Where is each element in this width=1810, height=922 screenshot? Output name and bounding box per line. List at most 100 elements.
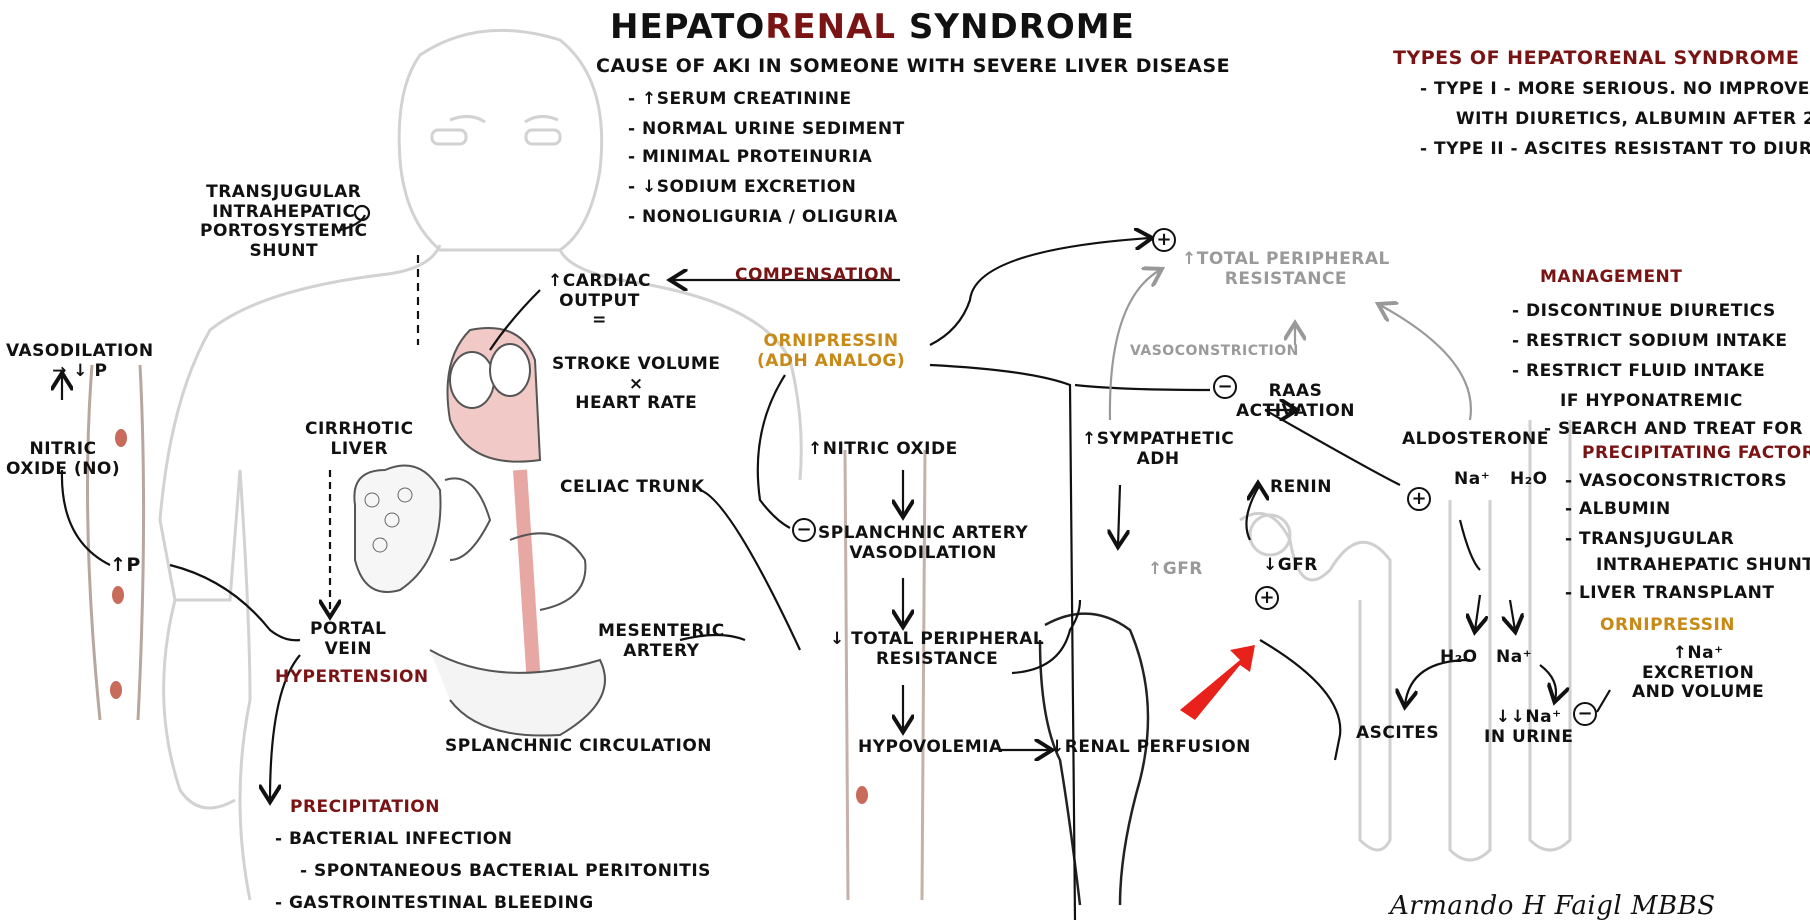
total-peripheral-up-label: ↑TOTAL PERIPHERAL RESISTANCE (1182, 250, 1390, 289)
cirrhotic-liver-line: CIRRHOTIC (305, 420, 414, 440)
pressure-up-label: ↑P (110, 555, 141, 577)
urine-sodium-line: IN URINE (1484, 728, 1574, 748)
sympathetic-adh-line: ↑SYMPATHETIC (1082, 430, 1234, 450)
ornipressin-line: ORNIPRESSIN (757, 332, 905, 352)
compensation-label: COMPENSATION (735, 266, 894, 286)
definition-item: - MINIMAL PROTEINURIA (628, 148, 872, 168)
splanchnic-vasodilation-line: VASODILATION (818, 544, 1028, 564)
vessel-middle (845, 450, 925, 900)
management-item: - ALBUMIN (1565, 500, 1671, 520)
definition-item: - ↓SODIUM EXCRETION (628, 178, 856, 198)
management-item: - LIVER TRANSPLANT (1565, 584, 1775, 604)
equals-sign: = (548, 311, 651, 331)
na-top-label: Na⁺ (1454, 470, 1490, 490)
splanchnic-circulation-label: SPLANCHNIC CIRCULATION (445, 737, 712, 757)
vessel-left (88, 365, 144, 720)
management-item: - VASOCONSTRICTORS (1565, 472, 1787, 492)
sodium-excretion-line: EXCRETION (1632, 664, 1764, 684)
management-item: - RESTRICT SODIUM INTAKE (1512, 332, 1787, 352)
definition-heading: CAUSE OF AKI IN SOMEONE WITH SEVERE LIVE… (596, 56, 1230, 78)
definition-item: - NORMAL URINE SEDIMENT (628, 120, 905, 140)
nitric-oxide-line: OXIDE (NO) (6, 460, 120, 480)
mesenteric-artery-line: MESENTERIC (598, 622, 725, 642)
cirrhotic-liver-line: LIVER (305, 440, 414, 460)
management-heading: MANAGEMENT (1540, 268, 1682, 288)
signature: Armando H Faigl MBBS (1390, 892, 1716, 922)
minus-circle-icon: − (1573, 702, 1597, 726)
mesenteric-artery-line: ARTERY (598, 642, 725, 662)
hypertension-label: HYPERTENSION (275, 668, 429, 688)
types-item: - TYPE II - ASCITES RESISTANT TO DIURETI… (1420, 140, 1810, 160)
total-peripheral-down-line: RESISTANCE (830, 650, 1044, 670)
management-item: - SEARCH AND TREAT FOR (1544, 420, 1803, 440)
plus-circle-icon: + (1255, 586, 1279, 610)
total-peripheral-down-label: ↓ TOTAL PERIPHERAL RESISTANCE (830, 630, 1044, 669)
portal-vein-label: PORTAL VEIN (310, 620, 387, 659)
precipitation-heading: PRECIPITATION (290, 798, 440, 818)
sympathetic-adh-label: ↑SYMPATHETIC ADH (1082, 430, 1234, 469)
h2o-bottom-label: H₂O (1440, 648, 1478, 668)
nitric-oxide-label: NITRIC OXIDE (NO) (6, 440, 120, 479)
precipitation-item: - GASTROINTESTINAL BLEEDING (275, 894, 594, 914)
ornipressin-label: ORNIPRESSIN (ADH ANALOG) (757, 332, 905, 371)
page-title: HEPATORENAL SYNDROME (610, 8, 1135, 47)
tips-line: TRANSJUGULAR (200, 183, 368, 203)
ornipressin-right-label: ORNIPRESSIN (1600, 616, 1735, 636)
raas-activation-line: ACTIVATION (1236, 402, 1355, 422)
definition-item: - NONOLIGURIA / OLIGURIA (628, 208, 898, 228)
management-item: INTRAHEPATIC SHUNT (1596, 556, 1810, 576)
precipitation-item: - BACTERIAL INFECTION (275, 830, 512, 850)
stroke-volume-label: STROKE VOLUME × HEART RATE (552, 355, 720, 414)
tips-line: INTRAHEPATIC (200, 203, 368, 223)
celiac-trunk-label: CELIAC TRUNK (560, 478, 705, 498)
total-peripheral-up-line: ↑TOTAL PERIPHERAL (1182, 250, 1390, 270)
red-arrow-icon (1180, 645, 1255, 720)
liver-icon (354, 466, 605, 736)
vasodilation-label: VASODILATION → ↓ P (6, 342, 154, 381)
cirrhotic-liver-label: CIRRHOTIC LIVER (305, 420, 414, 459)
nitric-oxide-up-label: ↑NITRIC OXIDE (808, 440, 958, 460)
ascites-label: ASCITES (1356, 724, 1439, 744)
renin-label: RENIN (1270, 478, 1332, 498)
heart-icon (448, 328, 541, 700)
cardiac-output-label: ↑CARDIAC OUTPUT = (548, 272, 651, 331)
vasoconstriction-label: VASOCONSTRICTION (1130, 343, 1299, 359)
cardiac-output-line: OUTPUT (548, 292, 651, 312)
h2o-top-label: H₂O (1510, 470, 1548, 490)
title-part-syndrome: SYNDROME (896, 7, 1135, 47)
raas-activation-line: RAAS (1236, 382, 1355, 402)
vasodilation-line: → ↓ P (6, 362, 154, 382)
total-peripheral-down-line: ↓ TOTAL PERIPHERAL (830, 630, 1044, 650)
types-item: WITH DIURETICS, ALBUMIN AFTER 2 D (1443, 110, 1810, 130)
precipitation-item: - SPONTANEOUS BACTERIAL PERITONITIS (300, 862, 711, 882)
mesenteric-artery-label: MESENTERIC ARTERY (598, 622, 725, 661)
title-part-hepato: HEPATO (610, 7, 765, 47)
tips-label: TRANSJUGULAR INTRAHEPATIC PORTOSYSTEMIC … (200, 183, 368, 261)
plus-circle-icon: + (1407, 487, 1431, 511)
management-item: - TRANSJUGULAR (1565, 530, 1734, 550)
management-item: - RESTRICT FLUID INTAKE (1512, 362, 1765, 382)
tips-line: SHUNT (200, 242, 368, 262)
sodium-excretion-label: ↑Na⁺ EXCRETION AND VOLUME (1632, 644, 1764, 703)
stroke-volume-line: STROKE VOLUME (552, 355, 720, 375)
portal-vein-line: PORTAL (310, 620, 387, 640)
total-peripheral-up-line: RESISTANCE (1182, 270, 1390, 290)
vasodilation-line: VASODILATION (6, 342, 154, 362)
splanchnic-vasodilation-line: SPLANCHNIC ARTERY (818, 524, 1028, 544)
gfr-down-label: ↓GFR (1263, 556, 1318, 576)
stroke-volume-line: HEART RATE (552, 394, 720, 414)
gfr-grey-label: ↑GFR (1148, 560, 1203, 580)
plus-circle-icon: + (1152, 228, 1176, 252)
ornipressin-line: (ADH ANALOG) (757, 352, 905, 372)
management-item: PRECIPITATING FACTOR (1582, 444, 1810, 464)
aldosterone-label: ALDOSTERONE (1402, 430, 1549, 450)
types-heading: TYPES OF HEPATORENAL SYNDROME (1393, 48, 1799, 70)
sodium-excretion-line: AND VOLUME (1632, 683, 1764, 703)
raas-activation-label: RAAS ACTIVATION (1236, 382, 1355, 421)
urine-sodium-label: ↓↓Na⁺ IN URINE (1484, 708, 1574, 747)
definition-item: - ↑SERUM CREATININE (628, 90, 852, 110)
minus-circle-icon: − (792, 518, 816, 542)
nitric-oxide-line: NITRIC (6, 440, 120, 460)
renal-perfusion-label: ↓RENAL PERFUSION (1050, 738, 1251, 758)
